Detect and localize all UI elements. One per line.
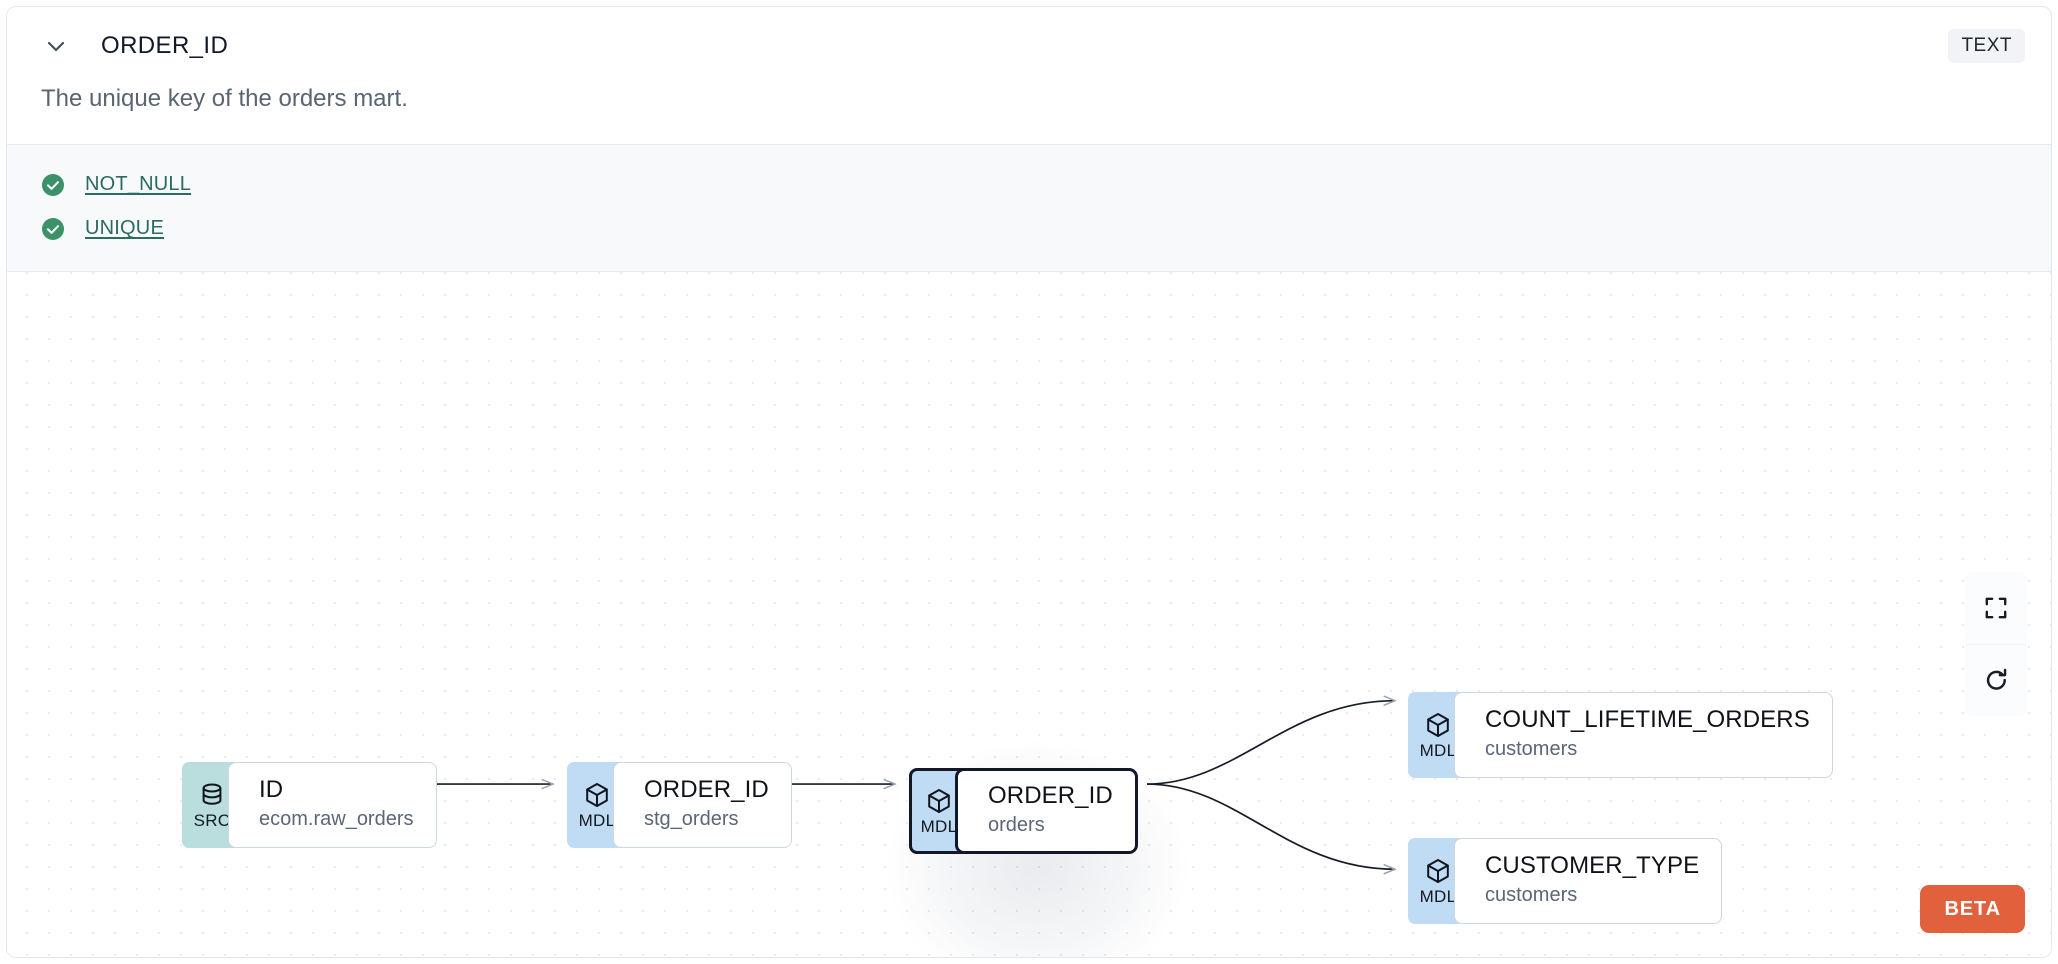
- lineage-node-orders-order-id[interactable]: MDL ORDER_ID orders: [909, 767, 1138, 854]
- beta-badge[interactable]: BETA: [1920, 885, 2025, 933]
- database-icon: [202, 783, 222, 806]
- node-body: COUNT_LIFETIME_ORDERS customers: [1454, 691, 1833, 778]
- test-row[interactable]: UNIQUE: [41, 207, 164, 251]
- chevron-down-icon[interactable]: [41, 31, 71, 61]
- page-title: ORDER_ID: [101, 32, 229, 59]
- node-title: ORDER_ID: [988, 782, 1113, 810]
- column-description: The unique key of the orders mart.: [41, 85, 408, 112]
- lineage-node-customer-type[interactable]: MDL CUSTOMER_TYPE customers: [1408, 837, 1723, 924]
- tests-section: NOT_NULL UNIQUE: [7, 143, 2051, 272]
- check-circle-icon: [42, 217, 64, 240]
- node-kind-label: SRC: [193, 811, 231, 831]
- node-kind-label: MDL: [920, 817, 958, 837]
- node-body: CUSTOMER_TYPE customers: [1454, 837, 1723, 924]
- column-type-badge: TEXT: [1948, 29, 2025, 63]
- node-body: ORDER_ID stg_orders: [613, 761, 792, 848]
- node-subtitle: orders: [988, 814, 1045, 837]
- node-subtitle: ecom.raw_orders: [259, 808, 414, 831]
- node-body: ID ecom.raw_orders: [228, 761, 437, 848]
- node-kind-label: MDL: [578, 811, 616, 831]
- node-title: COUNT_LIFETIME_ORDERS: [1485, 706, 1810, 734]
- node-subtitle: stg_orders: [644, 808, 739, 831]
- node-subtitle: customers: [1485, 738, 1578, 761]
- cube-icon: [586, 783, 608, 808]
- test-label[interactable]: NOT_NULL: [85, 173, 192, 196]
- cube-icon: [928, 789, 950, 814]
- canvas-controls: [1965, 571, 2027, 716]
- cube-icon: [1427, 713, 1449, 738]
- fit-screen-icon: [1985, 597, 2007, 619]
- fit-screen-button[interactable]: [1965, 571, 2027, 644]
- test-row[interactable]: NOT_NULL: [41, 163, 191, 207]
- lineage-canvas[interactable]: SRC ID ecom.raw_orders MDL ORDER_ID stg_…: [7, 271, 2051, 957]
- cube-icon: [1427, 859, 1449, 884]
- panel-header: ORDER_ID TEXT: [7, 7, 2051, 85]
- node-subtitle: customers: [1485, 884, 1578, 907]
- node-title: ORDER_ID: [644, 776, 769, 804]
- check-circle-icon: [42, 173, 64, 196]
- refresh-icon: [1986, 668, 2006, 690]
- node-title: ID: [259, 776, 284, 804]
- node-body: ORDER_ID orders: [955, 767, 1138, 854]
- reset-button[interactable]: [1965, 643, 2027, 716]
- test-label[interactable]: UNIQUE: [85, 217, 164, 240]
- node-kind-label: MDL: [1419, 741, 1457, 761]
- lineage-node-count-lifetime-orders[interactable]: MDL COUNT_LIFETIME_ORDERS customers: [1408, 691, 1833, 778]
- lineage-node-stg-order-id[interactable]: MDL ORDER_ID stg_orders: [567, 761, 792, 848]
- node-kind-label: MDL: [1419, 887, 1457, 907]
- lineage-node-src-id[interactable]: SRC ID ecom.raw_orders: [182, 761, 437, 848]
- lineage-edges: [368, 272, 2051, 957]
- column-detail-panel: ORDER_ID TEXT The unique key of the orde…: [6, 6, 2052, 958]
- node-title: CUSTOMER_TYPE: [1485, 852, 1700, 880]
